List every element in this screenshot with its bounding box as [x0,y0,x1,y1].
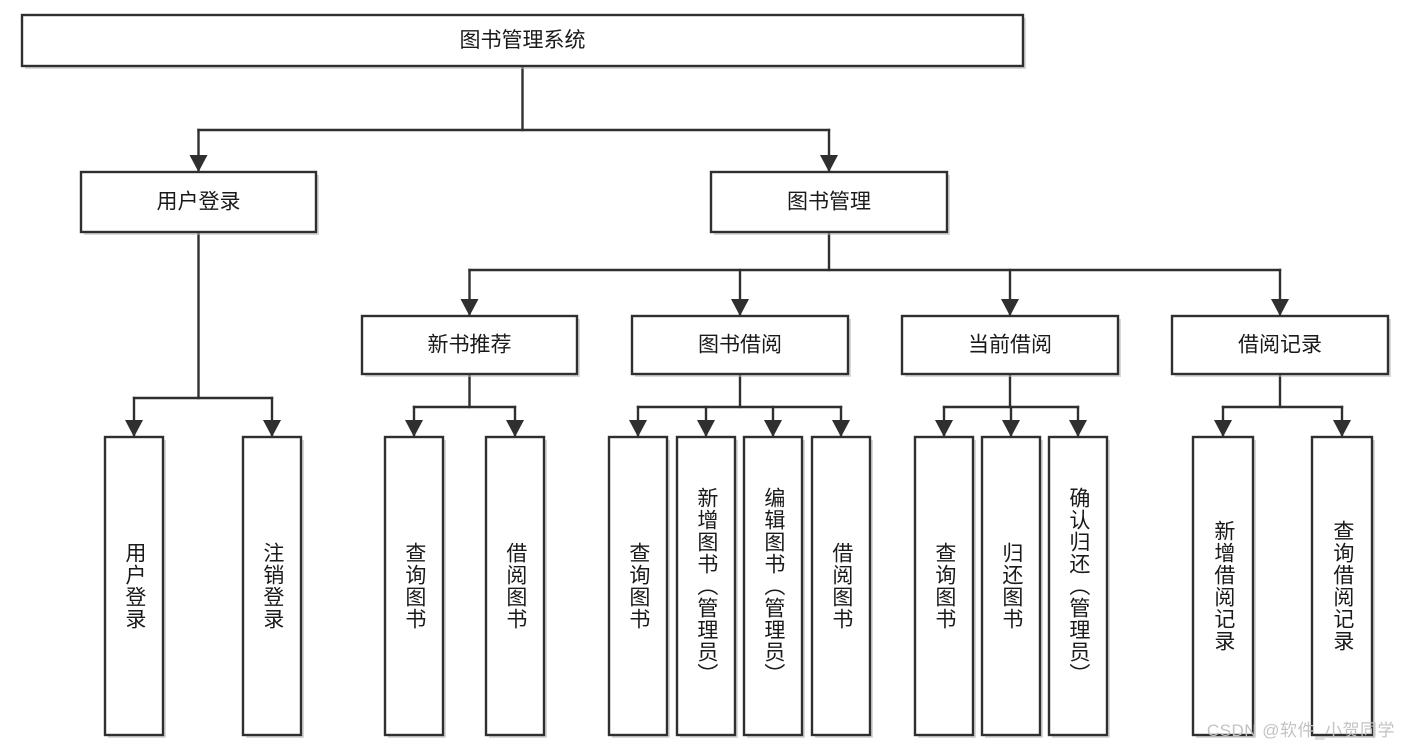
node-level3-3-label: 借阅记录 [1238,334,1322,357]
arrow-head-icon [405,420,423,437]
node-leaf-12[interactable] [1310,435,1374,737]
arrow-head-icon [1271,299,1289,316]
node-leaf-5[interactable] [675,435,737,737]
arrow-head-icon [935,420,953,437]
arrow-head-icon [1214,420,1232,437]
node-level3-2[interactable] [900,314,1120,376]
node-leaf-3[interactable] [484,435,546,737]
node-level3-1[interactable] [630,314,850,376]
arrow-head-icon [1001,299,1019,316]
node-leaf-0[interactable] [103,435,165,737]
arrow-head-icon [629,420,647,437]
node-leaf-7[interactable] [810,435,872,737]
node-level2-0-label: 用户登录 [157,191,241,214]
node-leaf-8[interactable] [913,435,975,737]
node-root[interactable] [20,13,1025,68]
arrow-head-icon [731,299,749,316]
connector-edges [125,64,1351,438]
node-level2-1-label: 图书管理 [787,191,871,214]
node-leaf-11[interactable] [1191,435,1255,737]
node-leaf-9[interactable] [980,435,1042,737]
node-level3-2-label: 当前借阅 [968,334,1052,357]
node-root-label: 图书管理系统 [460,29,586,52]
node-leaf-6[interactable] [742,435,804,737]
arrow-head-icon [125,420,143,437]
arrow-head-icon [820,155,838,172]
node-leaf-10[interactable] [1047,435,1109,737]
node-level3-3[interactable] [1170,314,1390,376]
watermark-text: CSDN @软件_小贺同学 [1206,721,1395,740]
node-level3-1-label: 图书借阅 [698,334,782,357]
node-leaf-2[interactable] [383,435,445,737]
arrow-head-icon [189,155,208,172]
node-leaf-4[interactable] [607,435,669,737]
node-level2-0[interactable] [79,170,318,234]
node-level3-0[interactable] [360,314,579,376]
node-level2-1[interactable] [709,170,949,234]
arrow-head-icon [263,420,281,437]
arrow-head-icon [506,420,524,437]
arrow-head-icon [832,420,850,437]
node-level3-0-label: 新书推荐 [428,334,512,357]
arrow-head-icon [1069,420,1087,437]
arrow-head-icon [1002,420,1020,437]
arrow-head-icon [1333,420,1351,437]
arrow-head-icon [460,299,479,316]
arrow-head-icon [697,420,715,437]
arrow-head-icon [764,420,782,437]
node-leaf-1[interactable] [241,435,303,737]
node-boxes [20,13,1391,738]
